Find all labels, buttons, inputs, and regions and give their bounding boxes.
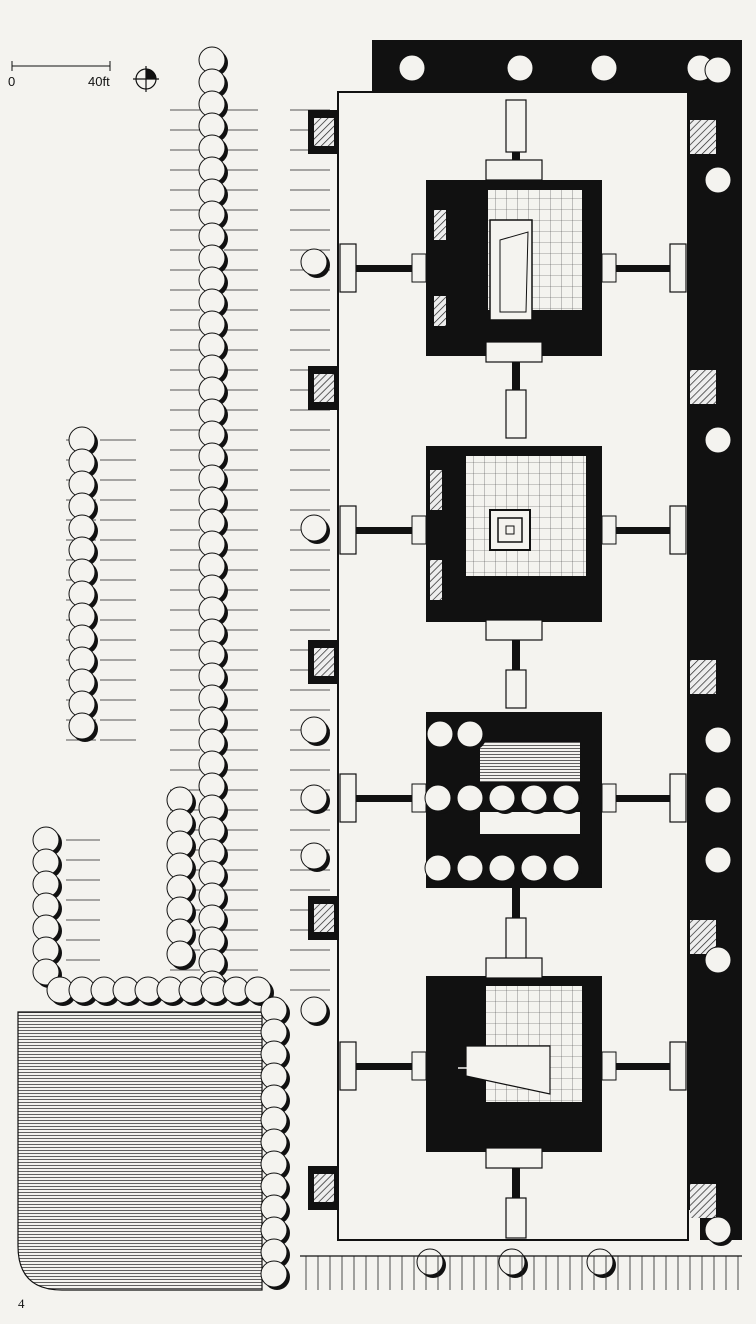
planter-hatch	[314, 648, 334, 676]
east-gate	[669, 505, 687, 555]
planter-hatch	[314, 904, 334, 932]
planter-hatch	[314, 374, 334, 402]
pavilion-door	[601, 253, 617, 283]
planter-hatch	[690, 370, 716, 404]
pavilion-4	[426, 957, 602, 1169]
tree	[300, 842, 331, 873]
tree	[300, 514, 331, 545]
axis-path-west	[352, 1063, 426, 1070]
central-spine	[505, 99, 527, 1239]
pavilion-1	[426, 159, 602, 363]
west-planters	[308, 110, 716, 1218]
axis-path-east	[602, 795, 670, 802]
planter-hatch	[690, 120, 716, 154]
axis-path-east	[602, 265, 670, 272]
west-gate	[339, 243, 357, 293]
tree	[68, 712, 99, 743]
pavilion-door	[601, 783, 617, 813]
scale-start-label: 0	[8, 74, 15, 89]
west-gate	[339, 505, 357, 555]
cross-axes	[339, 243, 687, 1091]
tree	[300, 996, 331, 1027]
east-gate	[669, 773, 687, 823]
pavilion-door	[411, 783, 427, 813]
parking-lines	[66, 109, 330, 991]
axis-path-west	[352, 265, 426, 272]
axis-path-east	[602, 527, 670, 534]
pavilion-door	[411, 515, 427, 545]
west-gate	[339, 1041, 357, 1091]
tree	[300, 248, 331, 279]
planter-hatch	[690, 1184, 716, 1218]
axis-path-east	[602, 1063, 670, 1070]
pavilion-door	[601, 1051, 617, 1081]
north-boundary-wall	[372, 40, 742, 92]
water-pond	[17, 1011, 263, 1291]
tree	[300, 716, 331, 747]
pavilion-door	[601, 515, 617, 545]
pavilion-door	[411, 253, 427, 283]
page-number: 4	[18, 1296, 25, 1311]
planter-hatch	[690, 660, 716, 694]
tree	[498, 1248, 529, 1279]
east-gate	[669, 1041, 687, 1091]
tree	[586, 1248, 617, 1279]
tree	[416, 1248, 447, 1279]
axis-path-west	[352, 795, 426, 802]
scale-end-label: 40ft	[88, 74, 110, 89]
pavilion-door	[411, 1051, 427, 1081]
north-arrow-icon	[133, 66, 159, 92]
tree	[166, 940, 197, 971]
axis-path-west	[352, 527, 426, 534]
planter-hatch	[314, 1174, 334, 1202]
south-fence	[300, 1255, 742, 1290]
planter-hatch	[314, 118, 334, 146]
pavilion-2	[426, 446, 602, 641]
tree	[260, 1260, 291, 1291]
east-gate	[669, 243, 687, 293]
west-gate	[339, 773, 357, 823]
scale-bar: 0 40ft	[8, 61, 111, 89]
